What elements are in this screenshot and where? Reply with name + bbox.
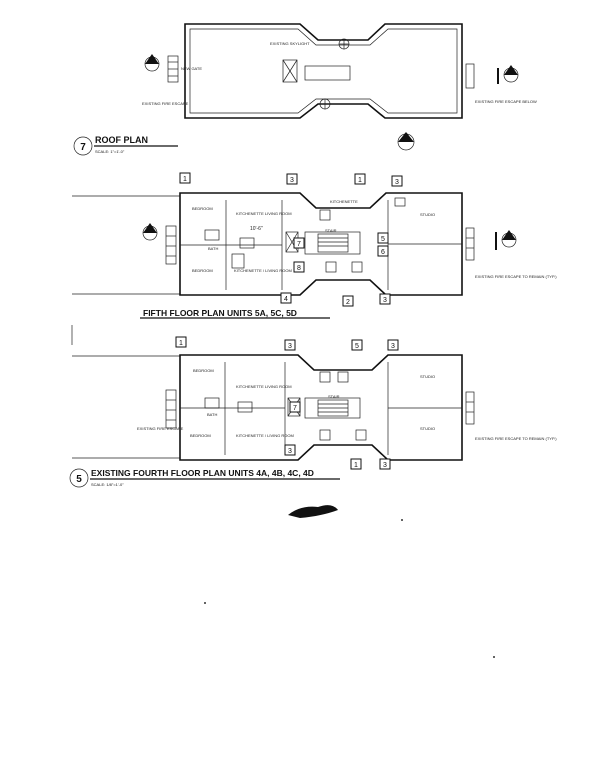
fourth-floor-plan: BEDROOM BEDROOM BATH KITCHENETTE LIVING … bbox=[69, 325, 557, 488]
room-label: STUDIO bbox=[420, 426, 435, 431]
keynote-tag: 2 bbox=[346, 299, 350, 306]
room-label: KITCHENETTE LIVING ROOM bbox=[236, 384, 292, 389]
roof-plan: EXISTING SKYLIGHT NEW GATE EXISTING FIRE… bbox=[73, 23, 537, 156]
fifth-floor-plan: BEDROOM BEDROOM BATH KITCHENETTE LIVING … bbox=[72, 172, 557, 319]
drawing-number: 5 bbox=[76, 474, 82, 485]
roof-plan-scale: SCALE: 1"=1'-0" bbox=[95, 149, 125, 154]
room-label: KITCHENETTE bbox=[330, 199, 358, 204]
room-label: KITCHENETTE LIVING ROOM bbox=[236, 211, 292, 216]
room-label: STAIR bbox=[325, 228, 337, 233]
room-label: KITCHENETTE / LIVING ROOM bbox=[234, 268, 292, 273]
keynote-tags: 1 3 1 3 5 6 7 8 4 2 3 bbox=[179, 172, 403, 307]
keynote-tag: 1 bbox=[354, 462, 358, 469]
keynote-tag: 4 bbox=[284, 296, 288, 303]
fire-escape-label: EXISTING FIRE ESCAPE TO REMAIN (TYP.) bbox=[475, 436, 557, 441]
fire-escape-label: EXISTING FIRE ESCAPE TO REMAIN (TYP.) bbox=[475, 274, 557, 279]
room-label: BEDROOM bbox=[192, 206, 213, 211]
fire-escape-below-label: EXISTING FIRE ESCAPE BELOW bbox=[475, 99, 537, 104]
keynote-tag: 3 bbox=[383, 462, 387, 469]
keynote-tag: 3 bbox=[383, 297, 387, 304]
keynote-tag: 7 bbox=[297, 241, 301, 248]
north-arrow-icon bbox=[397, 132, 415, 151]
keynote-tags: 1 3 5 3 7 3 1 3 bbox=[175, 336, 399, 470]
fourth-floor-title-block: 5 EXISTING FOURTH FLOOR PLAN UNITS 4A, 4… bbox=[69, 468, 340, 488]
roof-plan-title: ROOF PLAN bbox=[95, 135, 148, 145]
keynote-tag: 3 bbox=[288, 448, 292, 455]
fourth-floor-title: EXISTING FOURTH FLOOR PLAN UNITS 4A, 4B,… bbox=[91, 468, 314, 478]
section-marker-icon bbox=[142, 223, 517, 250]
drawing-number: 7 bbox=[80, 142, 86, 153]
roof-drain-icon bbox=[319, 38, 350, 110]
keynote-tag: 5 bbox=[381, 236, 385, 243]
room-label: STAIR bbox=[328, 394, 340, 399]
fifth-floor-title: FIFTH FLOOR PLAN UNITS 5A, 5C, 5D bbox=[143, 308, 297, 318]
fire-escape-label: EXISTING FIRE ESCAPE bbox=[142, 101, 189, 106]
fourth-floor-scale: SCALE: 1/8"=1'-0" bbox=[91, 482, 124, 487]
room-label: BATH bbox=[207, 412, 217, 417]
keynote-tag: 1 bbox=[183, 176, 187, 183]
room-label: BEDROOM bbox=[192, 268, 213, 273]
room-label: BEDROOM bbox=[190, 433, 211, 438]
room-label: BATH bbox=[208, 246, 218, 251]
keynote-tag: 1 bbox=[179, 340, 183, 347]
keynote-tag: 3 bbox=[288, 343, 292, 350]
keynote-tag: 6 bbox=[381, 249, 385, 256]
keynote-tag: 3 bbox=[395, 179, 399, 186]
keynote-tag: 3 bbox=[290, 177, 294, 184]
keynote-tag: 7 bbox=[293, 405, 297, 412]
room-label: STUDIO bbox=[420, 374, 435, 379]
skylight-label: EXISTING SKYLIGHT bbox=[270, 41, 310, 46]
roof-plan-title-block: 7 ROOF PLAN SCALE: 1"=1'-0" bbox=[73, 135, 178, 156]
scan-smudge bbox=[288, 505, 338, 518]
room-label: STUDIO bbox=[420, 212, 435, 217]
room-label: KITCHENETTE / LIVING ROOM bbox=[236, 433, 294, 438]
dimension-label: 10'-6" bbox=[250, 226, 263, 232]
section-marker-icon bbox=[144, 54, 519, 84]
keynote-tag: 5 bbox=[355, 343, 359, 350]
new-gate-label: NEW GATE bbox=[181, 66, 202, 71]
keynote-tag: 1 bbox=[358, 177, 362, 184]
fire-escape-label: EXISTING FIRE ESCAPE bbox=[137, 426, 184, 431]
keynote-tag: 3 bbox=[391, 343, 395, 350]
keynote-tag: 8 bbox=[297, 265, 301, 272]
room-label: BEDROOM bbox=[193, 368, 214, 373]
